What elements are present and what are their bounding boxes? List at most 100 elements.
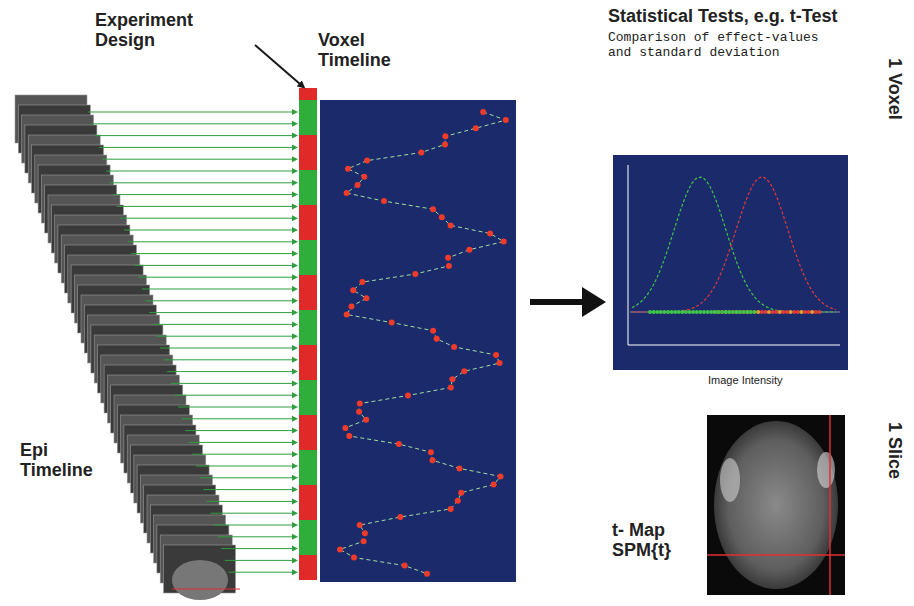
sample-dot — [716, 310, 720, 314]
voxel-series — [337, 109, 509, 577]
sample-line — [207, 501, 292, 502]
sample-head — [292, 428, 298, 434]
voxel-sample — [442, 133, 448, 139]
voxel-sample — [448, 506, 454, 512]
sample-head — [292, 345, 298, 351]
voxel-sample — [448, 222, 454, 228]
activation — [817, 452, 835, 488]
voxel-sample — [466, 247, 472, 253]
sample-dot — [695, 310, 699, 314]
sample-dot — [670, 310, 674, 314]
voxel-sample — [363, 295, 369, 301]
voxel-sample — [402, 563, 408, 569]
sample-line — [192, 454, 292, 455]
sample-dot — [680, 310, 684, 314]
sample-head — [292, 546, 298, 552]
sample-line — [99, 147, 292, 148]
voxel-sample — [448, 384, 454, 390]
sample-dot — [706, 310, 710, 314]
sample-dot — [753, 310, 757, 314]
epi-marker — [172, 589, 240, 590]
voxel-sample — [493, 352, 499, 358]
sample-dot — [702, 310, 706, 314]
voxel-sample — [412, 271, 418, 277]
sample-line — [110, 182, 292, 183]
distribution-curve — [632, 177, 836, 312]
voxel-sample — [451, 344, 457, 350]
sample-head — [292, 133, 298, 139]
sample-head — [292, 321, 298, 327]
sample-dot — [724, 310, 728, 314]
axis — [628, 165, 629, 345]
sample-line — [214, 525, 292, 526]
voxel-sample — [449, 376, 455, 382]
sample-line — [102, 159, 292, 160]
sample-head — [292, 168, 298, 174]
voxel-sample — [458, 490, 464, 496]
sample-line — [221, 548, 292, 549]
sample-line — [128, 241, 292, 242]
sample-head — [292, 463, 298, 469]
sample-line — [156, 336, 292, 337]
voxel-sample — [361, 538, 367, 544]
caption-label: Experiment Design — [95, 10, 225, 50]
sample-dot — [756, 310, 760, 314]
sample-dot — [738, 310, 742, 314]
sample-dot — [781, 310, 785, 314]
caption-label: 1 Slice — [885, 422, 905, 502]
voxel-sample — [344, 312, 350, 318]
sample-line — [135, 265, 292, 266]
sample-line — [200, 477, 292, 478]
sample-head — [292, 557, 298, 563]
voxel-sample — [342, 425, 348, 431]
sample-line — [117, 206, 292, 207]
sample-line — [203, 489, 292, 490]
sample-head — [292, 569, 298, 575]
sample-head — [292, 109, 298, 115]
voxel-sample — [396, 441, 402, 447]
sample-line — [225, 560, 292, 561]
caption-label: Epi Timeline — [20, 440, 110, 480]
voxel-sample — [430, 328, 436, 334]
sample-dot — [814, 310, 818, 314]
sample-head — [292, 215, 298, 221]
sample-head — [292, 380, 298, 386]
voxel-sample — [487, 231, 493, 237]
design-block — [299, 205, 317, 240]
sample-head — [292, 310, 298, 316]
sample-dot — [691, 310, 695, 314]
design-block — [299, 170, 317, 205]
voxel-sample — [430, 457, 436, 463]
voxel-panel — [320, 100, 516, 582]
voxel-sample — [362, 530, 368, 536]
voxel-sample — [357, 401, 363, 407]
sample-dot — [760, 310, 764, 314]
sample-head — [292, 510, 298, 516]
sample-line — [171, 383, 292, 384]
design-block — [299, 240, 317, 275]
voxel-sample — [498, 474, 504, 480]
voxel-sample — [397, 514, 403, 520]
sample-head — [292, 121, 298, 127]
sample-dot — [807, 310, 811, 314]
caption-label: 1 Voxel — [885, 58, 905, 138]
voxel-sample — [497, 360, 503, 366]
voxel-sample — [346, 433, 352, 439]
sample-dot — [789, 310, 793, 314]
sample-dot — [720, 310, 724, 314]
design-block — [299, 100, 317, 135]
sample-head — [292, 369, 298, 375]
timeline-panel: Voxel Timeline — [318, 30, 518, 582]
sample-head — [292, 498, 298, 504]
sample-head — [292, 487, 298, 493]
distribution-curve — [632, 177, 836, 312]
design-block — [299, 380, 317, 415]
sample-line — [167, 371, 292, 372]
design-block — [299, 485, 317, 520]
voxel-sample — [344, 190, 350, 196]
sample-dot — [677, 310, 681, 314]
brain-slice — [714, 421, 838, 589]
sample-dot — [771, 310, 775, 314]
sample-line — [146, 300, 292, 301]
sample-line — [106, 171, 292, 172]
